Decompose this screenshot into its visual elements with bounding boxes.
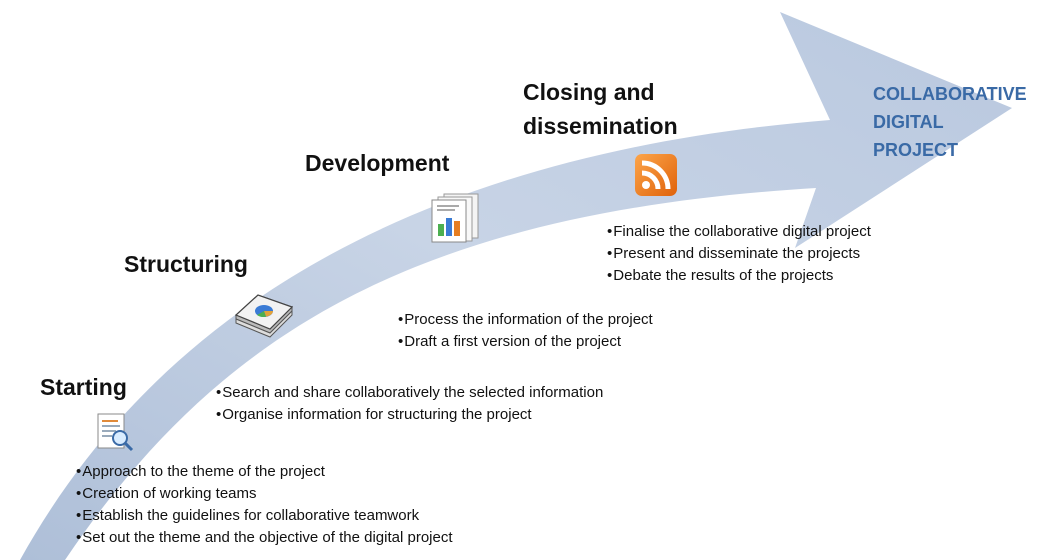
- structuring-bullets: Search and share collaboratively the sel…: [216, 382, 603, 426]
- stage-title-closing-line2: dissemination: [523, 113, 678, 139]
- starting-bullets: Approach to the theme of the project Cre…: [76, 461, 453, 549]
- stage-title-development: Development: [305, 150, 450, 176]
- list-item: Set out the theme and the objective of t…: [76, 527, 452, 549]
- list-item: Draft a first version of the project: [398, 331, 653, 353]
- list-item: Approach to the theme of the project: [76, 461, 453, 483]
- progress-arrow: [20, 12, 1012, 560]
- development-bullets: Process the information of the project D…: [398, 309, 653, 353]
- stage-title-closing: Closing and dissemination: [523, 75, 678, 143]
- goal-line-2: DIGITAL: [873, 112, 944, 132]
- document-stack-icon: [234, 294, 294, 338]
- goal-line-3: PROJECT: [873, 140, 959, 160]
- goal-label: COLLABORATIVE DIGITAL PROJECT: [873, 80, 1027, 164]
- document-search-icon: [97, 413, 134, 452]
- list-item: Process the information of the project: [398, 309, 652, 331]
- goal-line-1: COLLABORATIVE: [873, 84, 1027, 104]
- rss-feed-icon: [635, 154, 677, 196]
- list-item: Search and share collaboratively the sel…: [216, 382, 603, 404]
- closing-bullets: Finalise the collaborative digital proje…: [607, 221, 871, 287]
- stage-title-structuring: Structuring: [124, 251, 248, 277]
- list-item: Present and disseminate the projects: [607, 243, 871, 265]
- report-chart-icon: [431, 193, 479, 243]
- list-item: Organise information for structuring the…: [216, 404, 603, 426]
- list-item: Establish the guidelines for collaborati…: [76, 505, 453, 527]
- list-item: Finalise the collaborative digital proje…: [607, 221, 871, 243]
- stage-title-closing-line1: Closing and: [523, 79, 655, 105]
- list-item: Debate the results of the projects: [607, 265, 871, 287]
- stage-title-starting: Starting: [40, 374, 127, 400]
- list-item: Creation of working teams: [76, 483, 453, 505]
